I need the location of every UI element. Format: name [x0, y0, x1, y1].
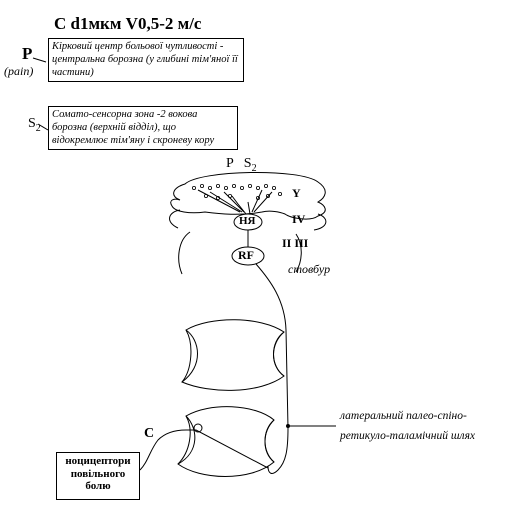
p-connector-line	[32, 57, 47, 63]
cortex-cells	[191, 183, 282, 200]
stem-left-curve	[178, 231, 191, 275]
pathway-label: латеральний палео-спіно-ретикуло-таламіч…	[340, 410, 476, 442]
spinal-pathway-line	[255, 263, 289, 474]
c-label: C	[144, 426, 155, 441]
cortex-top-labels: P S2	[226, 156, 257, 174]
nociceptor-box: ноцицептори повільного болю	[56, 452, 140, 500]
diagram-title: C d1мкм V0,5-2 м/с	[54, 14, 202, 33]
spinal-section-lower	[177, 406, 275, 477]
layer-ii-iii-label: II III	[282, 236, 309, 250]
nucleus-cortex-line-2	[247, 201, 251, 215]
spinal-section-upper-inner	[181, 329, 285, 383]
cortex-top-p: P	[226, 156, 234, 171]
afferent-fiber	[139, 429, 269, 471]
pain-label: (pain)	[4, 64, 34, 78]
cortex-fan-lines	[197, 189, 273, 213]
fiber-node	[193, 423, 203, 433]
cortex-top-s-sub: 2	[251, 162, 257, 174]
s2-label: S2	[28, 116, 41, 134]
s2-description-box: Сомато-сенсорна зона -2 вокова борозна (…	[48, 106, 238, 150]
stem-right-curve	[295, 233, 302, 273]
s2-subscript: 2	[35, 122, 41, 134]
rf-label: RF	[238, 248, 254, 262]
nucleus-label: НЯ	[239, 215, 256, 227]
s2-letter: S	[28, 116, 36, 131]
cortex-lower-left	[169, 209, 181, 229]
layer-iv-label: IV	[292, 212, 306, 226]
cortex-outline	[170, 172, 326, 220]
spinal-section-lower-inner	[177, 415, 275, 465]
cortex-top-s: S	[243, 156, 252, 171]
p-description-box: Кірковий центр больової чутливості - цен…	[48, 38, 244, 82]
cortex-lower-right	[313, 213, 327, 231]
p-label: P	[22, 44, 33, 63]
pathway-dot	[286, 424, 290, 428]
s2-connector-line	[37, 123, 49, 131]
layer-v-label: Y	[292, 186, 301, 200]
stem-label: стовбур	[288, 262, 331, 276]
